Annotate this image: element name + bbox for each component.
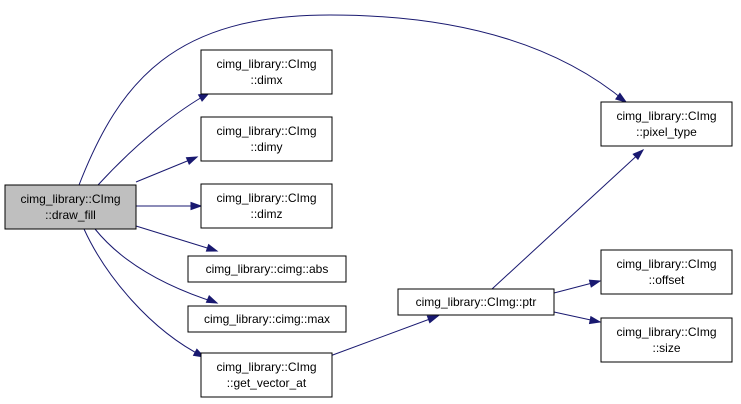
node-offset[interactable]: cimg_library::CImg::offset bbox=[600, 249, 733, 295]
edge-arrowhead bbox=[615, 92, 628, 103]
edge-draw_fill-to-get_vector_at bbox=[83, 228, 206, 358]
node-label-line: cimg_library::CImg::ptr bbox=[416, 295, 537, 309]
edge-line bbox=[329, 315, 439, 357]
node-label-line: cimg_library::CImg bbox=[616, 325, 716, 339]
node-label-line: cimg_library::CImg bbox=[216, 124, 316, 138]
edge-arrowhead bbox=[205, 294, 219, 304]
node-box[interactable] bbox=[600, 101, 733, 147]
node-get_vector_at[interactable]: cimg_library::CImg::get_vector_at bbox=[200, 352, 333, 398]
node-label-line: ::pixel_type bbox=[636, 125, 697, 139]
node-box[interactable] bbox=[200, 352, 333, 398]
node-label-line: cimg_library::cimg::max bbox=[204, 312, 330, 326]
edge-draw_fill-to-dimz bbox=[136, 201, 203, 211]
edge-line bbox=[491, 149, 644, 290]
node-draw_fill[interactable]: cimg_library::CImg::draw_fill bbox=[4, 184, 137, 230]
edge-line bbox=[83, 228, 205, 358]
edge-ptr-to-pixel_type bbox=[491, 148, 645, 290]
edge-arrowhead bbox=[185, 156, 199, 166]
edge-ptr-to-size bbox=[553, 311, 602, 325]
edge-arrowhead bbox=[190, 201, 203, 211]
edge-draw_fill-to-dimy bbox=[135, 156, 199, 183]
edge-draw_fill-to-dimx bbox=[97, 92, 211, 186]
node-box[interactable] bbox=[4, 184, 137, 230]
node-size[interactable]: cimg_library::CImg::size bbox=[600, 317, 733, 363]
edges-layer bbox=[78, 14, 645, 358]
nodes-layer: cimg_library::CImg::draw_fillcimg_librar… bbox=[4, 49, 733, 398]
node-box[interactable] bbox=[200, 116, 333, 162]
node-label-line: cimg_library::cimg::abs bbox=[206, 262, 329, 276]
edge-line bbox=[135, 156, 198, 183]
node-label-line: ::get_vector_at bbox=[227, 376, 307, 390]
node-pixel_type[interactable]: cimg_library::CImg::pixel_type bbox=[600, 101, 733, 147]
node-label-line: ::dimz bbox=[250, 207, 282, 221]
node-dimx[interactable]: cimg_library::CImg::dimx bbox=[200, 49, 333, 95]
node-box[interactable] bbox=[600, 317, 733, 363]
edge-line bbox=[94, 228, 218, 304]
edge-get_vector_at-to-ptr bbox=[329, 315, 440, 357]
edge-arrowhead bbox=[426, 315, 440, 324]
node-label-line: ::dimx bbox=[250, 73, 282, 87]
node-label-line: ::dimy bbox=[250, 140, 282, 154]
node-label-line: cimg_library::CImg bbox=[616, 109, 716, 123]
node-label-line: cimg_library::CImg bbox=[216, 57, 316, 71]
node-label-line: cimg_library::CImg bbox=[216, 360, 316, 374]
node-box[interactable] bbox=[397, 288, 555, 316]
node-label-line: cimg_library::CImg bbox=[20, 192, 120, 206]
node-ptr[interactable]: cimg_library::CImg::ptr bbox=[397, 288, 555, 316]
edge-line bbox=[97, 92, 210, 186]
node-label-line: ::offset bbox=[649, 273, 685, 287]
node-label-line: cimg_library::CImg bbox=[216, 191, 316, 205]
edge-ptr-to-offset bbox=[553, 279, 602, 294]
edge-arrowhead bbox=[205, 243, 219, 252]
node-label-line: cimg_library::CImg bbox=[616, 257, 716, 271]
node-box[interactable] bbox=[200, 183, 333, 229]
node-label-line: ::size bbox=[652, 341, 680, 355]
node-dimz[interactable]: cimg_library::CImg::dimz bbox=[200, 183, 333, 229]
edge-arrowhead bbox=[632, 148, 645, 161]
node-max[interactable]: cimg_library::cimg::max bbox=[187, 305, 347, 333]
node-box[interactable] bbox=[200, 49, 333, 95]
edge-arrowhead bbox=[588, 279, 602, 288]
edge-draw_fill-to-max bbox=[94, 228, 219, 304]
node-abs[interactable]: cimg_library::cimg::abs bbox=[187, 255, 347, 283]
edge-draw_fill-to-pixel_type bbox=[78, 14, 628, 186]
edge-draw_fill-to-abs bbox=[135, 225, 219, 252]
edge-line bbox=[135, 225, 218, 252]
edge-arrowhead bbox=[588, 315, 602, 325]
node-box[interactable] bbox=[187, 305, 347, 333]
edge-line bbox=[78, 14, 627, 186]
node-label-line: ::draw_fill bbox=[45, 208, 96, 222]
node-box[interactable] bbox=[187, 255, 347, 283]
node-box[interactable] bbox=[600, 249, 733, 295]
node-dimy[interactable]: cimg_library::CImg::dimy bbox=[200, 116, 333, 162]
